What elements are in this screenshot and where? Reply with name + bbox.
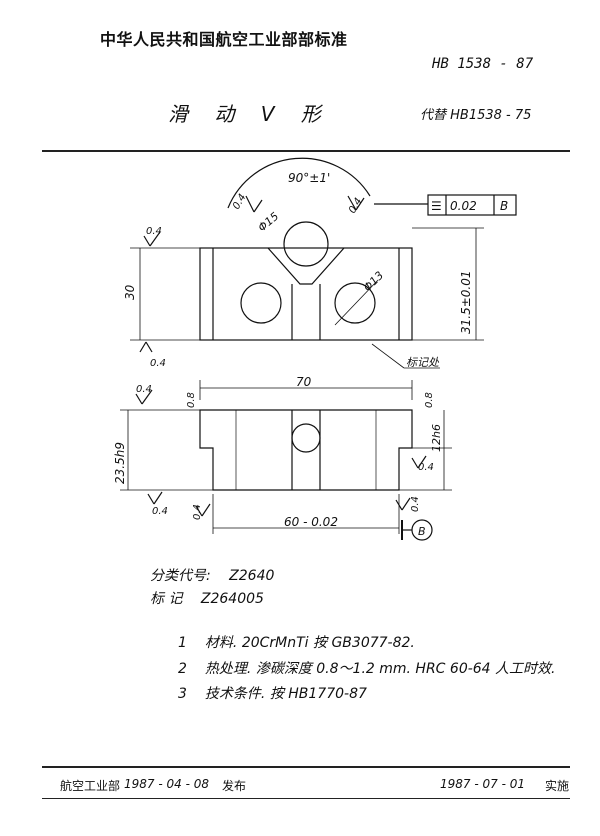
svg-text:0.4: 0.4 [231, 192, 248, 211]
step-left-dim: 0.8 [186, 392, 197, 408]
roughness-mark [135, 389, 153, 405]
base-width-dim: 60 - 0.02 [284, 515, 338, 529]
roughness-mark [245, 195, 263, 213]
footer-issue-label: 发布 [222, 779, 247, 793]
hole-large-dim: Φ13 [361, 269, 386, 294]
hole-right [334, 282, 376, 324]
part-title: 滑 动 V 形 [168, 102, 331, 126]
footer-issuer: 航空工业部 [60, 779, 121, 793]
hole-left [240, 282, 282, 324]
svg-text:0.4: 0.4 [136, 384, 152, 395]
front-view [199, 409, 413, 491]
svg-text:0.4: 0.4 [192, 504, 203, 520]
roughness-mark [195, 503, 211, 517]
header-divider [42, 150, 570, 152]
datum-circle [411, 519, 433, 541]
svg-text:0.4: 0.4 [152, 506, 168, 517]
hole-small-dim: Φ15 [256, 210, 282, 235]
angle-arc [227, 157, 371, 209]
height-30-dim: 30 [123, 284, 137, 300]
footer-effective-date: 1987 - 07 - 01 [440, 777, 525, 791]
footer-divider [42, 766, 570, 768]
mark-label: 标 记 [150, 591, 183, 607]
roughness-mark [143, 231, 161, 247]
mark-value: Z264005 [200, 591, 264, 607]
height-front-dim: 23.5h9 [113, 442, 127, 484]
svg-text:0.4: 0.4 [410, 496, 421, 512]
classification-code-label: 分类代号: [150, 568, 211, 584]
technical-drawing: 90°±1' 0.4 Φ15 0.4 ☰ 0.02 B Φ13 30 0.4 [113, 157, 517, 541]
height-right-dim: 12h6 [430, 424, 443, 452]
marking-label: 标记处 [406, 356, 440, 369]
tolerance-value: 0.02 [450, 199, 477, 213]
standard-code: HB 1538 - 87 [432, 56, 534, 72]
svg-text:0.4: 0.4 [150, 358, 166, 369]
angle-dim: 90°±1' [288, 171, 330, 185]
height-v-dim: 31.5±0.01 [459, 271, 473, 335]
step-right-dim: 0.8 [424, 392, 435, 408]
replaces-code: 代替 HB1538 - 75 [420, 108, 532, 123]
svg-text:0.4: 0.4 [418, 462, 434, 473]
roughness-mark [411, 455, 427, 469]
roughness-mark [147, 491, 163, 505]
standard-org: 中华人民共和国航空工业部部标准 [100, 30, 348, 49]
tolerance-datum: B [500, 199, 508, 213]
roughness-mark [139, 341, 153, 353]
gauge-circle [283, 221, 329, 267]
roughness-mark [395, 497, 411, 511]
tolerance-frame [427, 194, 517, 216]
footer-bottom-divider [42, 798, 570, 799]
datum-label: B [418, 525, 426, 538]
top-view [199, 221, 413, 341]
footer-issue-date: 1987 - 04 - 08 [124, 777, 209, 791]
flatness-symbol: ☰ [431, 199, 442, 213]
svg-text:0.4: 0.4 [146, 226, 162, 237]
width-70-dim: 70 [296, 375, 312, 389]
classification-code-value: Z2640 [229, 568, 275, 584]
front-hole [291, 423, 321, 453]
footer-effective-label: 实施 [545, 779, 570, 793]
roughness-mark [347, 195, 365, 211]
